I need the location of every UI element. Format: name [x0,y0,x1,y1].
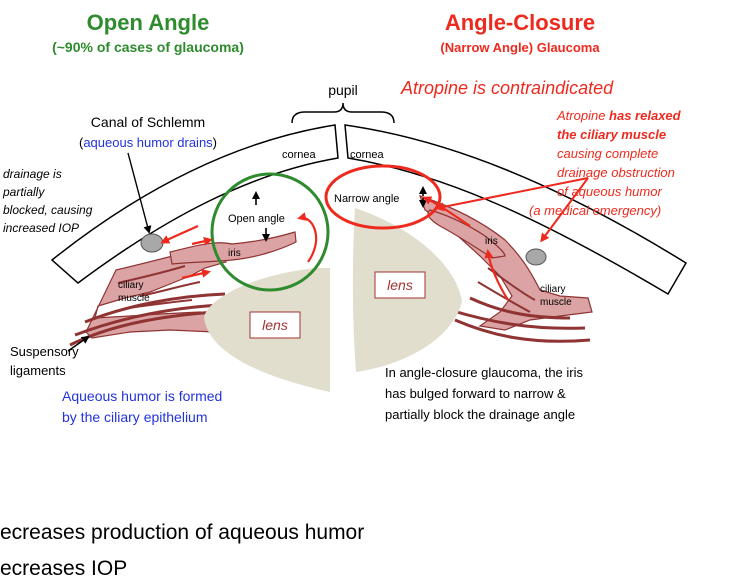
canal-of-schlemm-right [526,249,546,265]
bottom-line-1: ecreases production of aqueous humor [0,521,364,544]
cornea-right-label: cornea [350,149,385,161]
pupil-label: pupil [328,82,358,98]
iris-right-label: iris [485,236,498,247]
canal-of-schlemm-label: Canal of Schlemm [91,114,205,130]
lens-right-label: lens [387,277,413,293]
open-angle-label: Open angle [228,213,285,225]
canal-of-schlemm-note: (aqueous humor drains) [79,135,217,150]
pupil-bracket [292,103,394,123]
flow-arrow-left-2 [300,218,316,262]
narrow-angle-label: Narrow angle [334,193,399,205]
angle-closure-subtitle: (Narrow Angle) Glaucoma [440,40,600,55]
angle-closure-title: Angle-Closure [445,10,595,35]
flow-arrow-left-1 [163,226,198,242]
iris-left-label: iris [228,248,241,259]
closure-note: In angle-closure glaucoma, the iris has … [385,365,587,422]
bottom-line-2: ecreases IOP [0,557,127,580]
open-angle-title: Open Angle [87,10,210,35]
open-angle-subtitle: (~90% of cases of glaucoma) [52,39,244,55]
canal-of-schlemm-left [141,234,163,252]
drainage-note: drainage is partially blocked, causing i… [2,167,96,235]
aqueous-formed-note: Aqueous humor is formed by the ciliary e… [62,388,226,425]
atropine-warning: Atropine is contraindicated [400,78,614,98]
open-angle-circle [212,174,328,290]
lens-left-label: lens [262,317,288,333]
cornea-left-label: cornea [282,149,317,161]
